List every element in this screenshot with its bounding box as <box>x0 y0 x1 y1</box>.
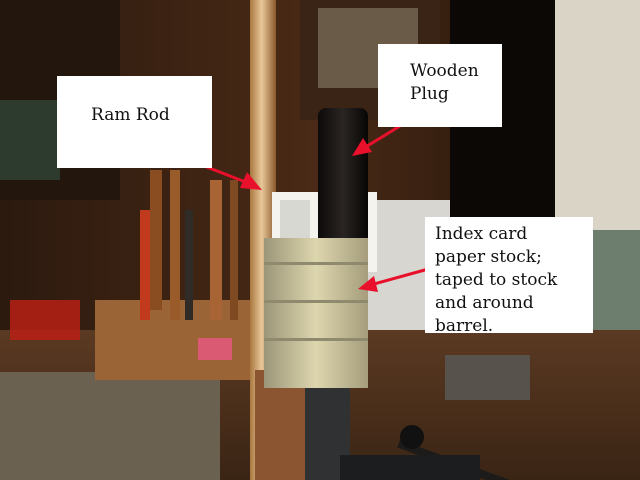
tool-handle <box>150 170 162 310</box>
tool-handle <box>170 170 180 320</box>
tape-band <box>264 262 368 265</box>
vise-block <box>445 355 530 400</box>
wooden-plug-callout: Wooden Plug <box>378 44 502 127</box>
vise-base <box>340 455 480 480</box>
masking-tape <box>264 238 368 388</box>
index-card-callout: Index card paper stock; taped to stock a… <box>425 217 593 336</box>
index-card-label: Index card paper stock; taped to stock a… <box>435 224 558 336</box>
tape-band <box>264 300 368 303</box>
index-card-print <box>280 200 310 240</box>
arrow-index-card <box>358 266 433 292</box>
red-clamp <box>10 300 80 340</box>
ram-rod-label: Ram Rod <box>91 105 170 125</box>
pink-eraser <box>198 338 232 360</box>
tool-handle <box>210 180 222 320</box>
tape-band <box>264 338 368 341</box>
bench-mat <box>0 372 220 480</box>
ram-rod-callout: Ram Rod <box>57 76 212 168</box>
tool-handle <box>185 210 193 320</box>
wooden-plug-label: Wooden Plug <box>410 61 479 104</box>
wooden-plug <box>318 108 368 248</box>
vise-knob <box>400 425 424 449</box>
drill-press <box>0 100 60 180</box>
tool-handle <box>140 210 150 320</box>
tool-handle <box>230 180 238 320</box>
